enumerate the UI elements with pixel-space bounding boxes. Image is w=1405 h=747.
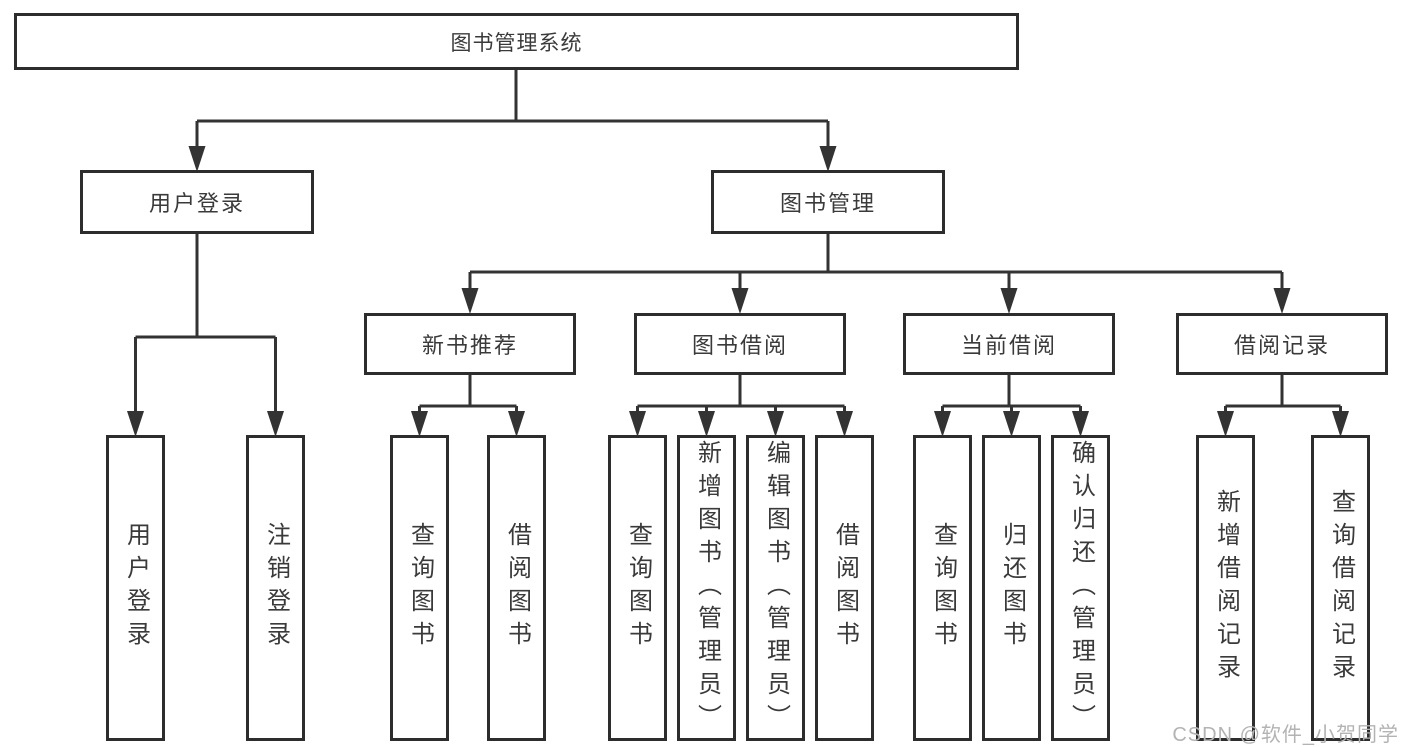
node-label: 注销登录: [262, 522, 290, 654]
leaf-borrow-edit-books-admin: 编辑图书（管理员）: [746, 435, 805, 741]
node-user-login: 用户登录: [80, 170, 314, 234]
node-label: 确认归还（管理员）: [1067, 439, 1095, 737]
leaf-current-confirm-return-admin: 确认归还（管理员）: [1051, 435, 1110, 741]
connector-root: [195, 70, 830, 150]
arrowhead-down-icon: [411, 411, 428, 437]
node-label: 归还图书: [998, 522, 1026, 654]
arrowhead-down-icon: [1003, 411, 1020, 437]
leaf-user-login: 用户登录: [106, 435, 165, 741]
node-borrow-records: 借阅记录: [1176, 313, 1388, 375]
arrowhead-down-icon: [1072, 411, 1089, 437]
leaf-current-return-books: 归还图书: [982, 435, 1041, 741]
connector-book-borrow: [636, 375, 846, 415]
node-label: 查询借阅记录: [1327, 489, 1355, 687]
arrowhead-down-icon: [836, 411, 853, 437]
node-label: 查询图书: [929, 522, 957, 654]
leaf-records-add-record: 新增借阅记录: [1196, 435, 1255, 741]
arrowhead-down-icon: [698, 411, 715, 437]
node-label: 用户登录: [148, 191, 245, 216]
node-label: 借阅图书: [503, 522, 531, 654]
arrowhead-down-icon: [629, 411, 646, 437]
arrowhead-down-icon: [1273, 288, 1291, 314]
leaf-current-query-books: 查询图书: [913, 435, 972, 741]
csdn-watermark: CSDN @软件_小贺同学: [1172, 724, 1399, 746]
node-label: 新增借阅记录: [1212, 489, 1240, 687]
connector-user-login: [134, 234, 277, 414]
node-root-system: 图书管理系统: [14, 13, 1019, 70]
leaf-borrow-borrow-books: 借阅图书: [815, 435, 874, 741]
leaf-borrow-add-books-admin: 新增图书（管理员）: [677, 435, 736, 741]
node-label: 编辑图书（管理员）: [762, 439, 790, 737]
node-book-borrow: 图书借阅: [634, 313, 846, 375]
connector-current-borrow: [941, 375, 1082, 415]
arrowhead-down-icon: [1217, 411, 1234, 437]
connector-new-book-recommend: [418, 375, 518, 415]
node-label: 用户登录: [122, 522, 150, 654]
leaf-recommend-query-books: 查询图书: [390, 435, 449, 741]
connector-book-management: [468, 234, 1284, 292]
arrowhead-down-icon: [934, 411, 951, 437]
arrowhead-down-icon: [188, 146, 206, 172]
arrowhead-down-icon: [267, 411, 284, 437]
node-new-book-recommend: 新书推荐: [364, 313, 576, 375]
node-book-management: 图书管理: [711, 170, 945, 234]
node-label: 图书管理: [779, 191, 876, 216]
node-label: 当前借阅: [960, 333, 1057, 358]
node-label: 图书借阅: [691, 333, 788, 358]
node-label: 图书管理系统: [450, 31, 583, 55]
node-label: 新书推荐: [421, 333, 518, 358]
node-label: 借阅图书: [831, 522, 859, 654]
connector-borrow-records: [1224, 375, 1342, 415]
node-label: 借阅记录: [1233, 333, 1330, 358]
node-label: 新增图书（管理员）: [693, 439, 721, 737]
arrowhead-down-icon: [819, 146, 837, 172]
leaf-borrow-query-books: 查询图书: [608, 435, 667, 741]
leaf-logout: 注销登录: [246, 435, 305, 741]
arrowhead-down-icon: [731, 288, 749, 314]
node-current-borrow: 当前借阅: [903, 313, 1115, 375]
arrowhead-down-icon: [461, 288, 479, 314]
node-label: 查询图书: [624, 522, 652, 654]
arrowhead-down-icon: [1000, 288, 1018, 314]
arrowhead-down-icon: [767, 411, 784, 437]
arrowhead-down-icon: [127, 411, 144, 437]
node-label: 查询图书: [406, 522, 434, 654]
arrowhead-down-icon: [1332, 411, 1349, 437]
leaf-records-query-record: 查询借阅记录: [1311, 435, 1370, 741]
leaf-recommend-borrow-books: 借阅图书: [487, 435, 546, 741]
arrowhead-down-icon: [508, 411, 525, 437]
